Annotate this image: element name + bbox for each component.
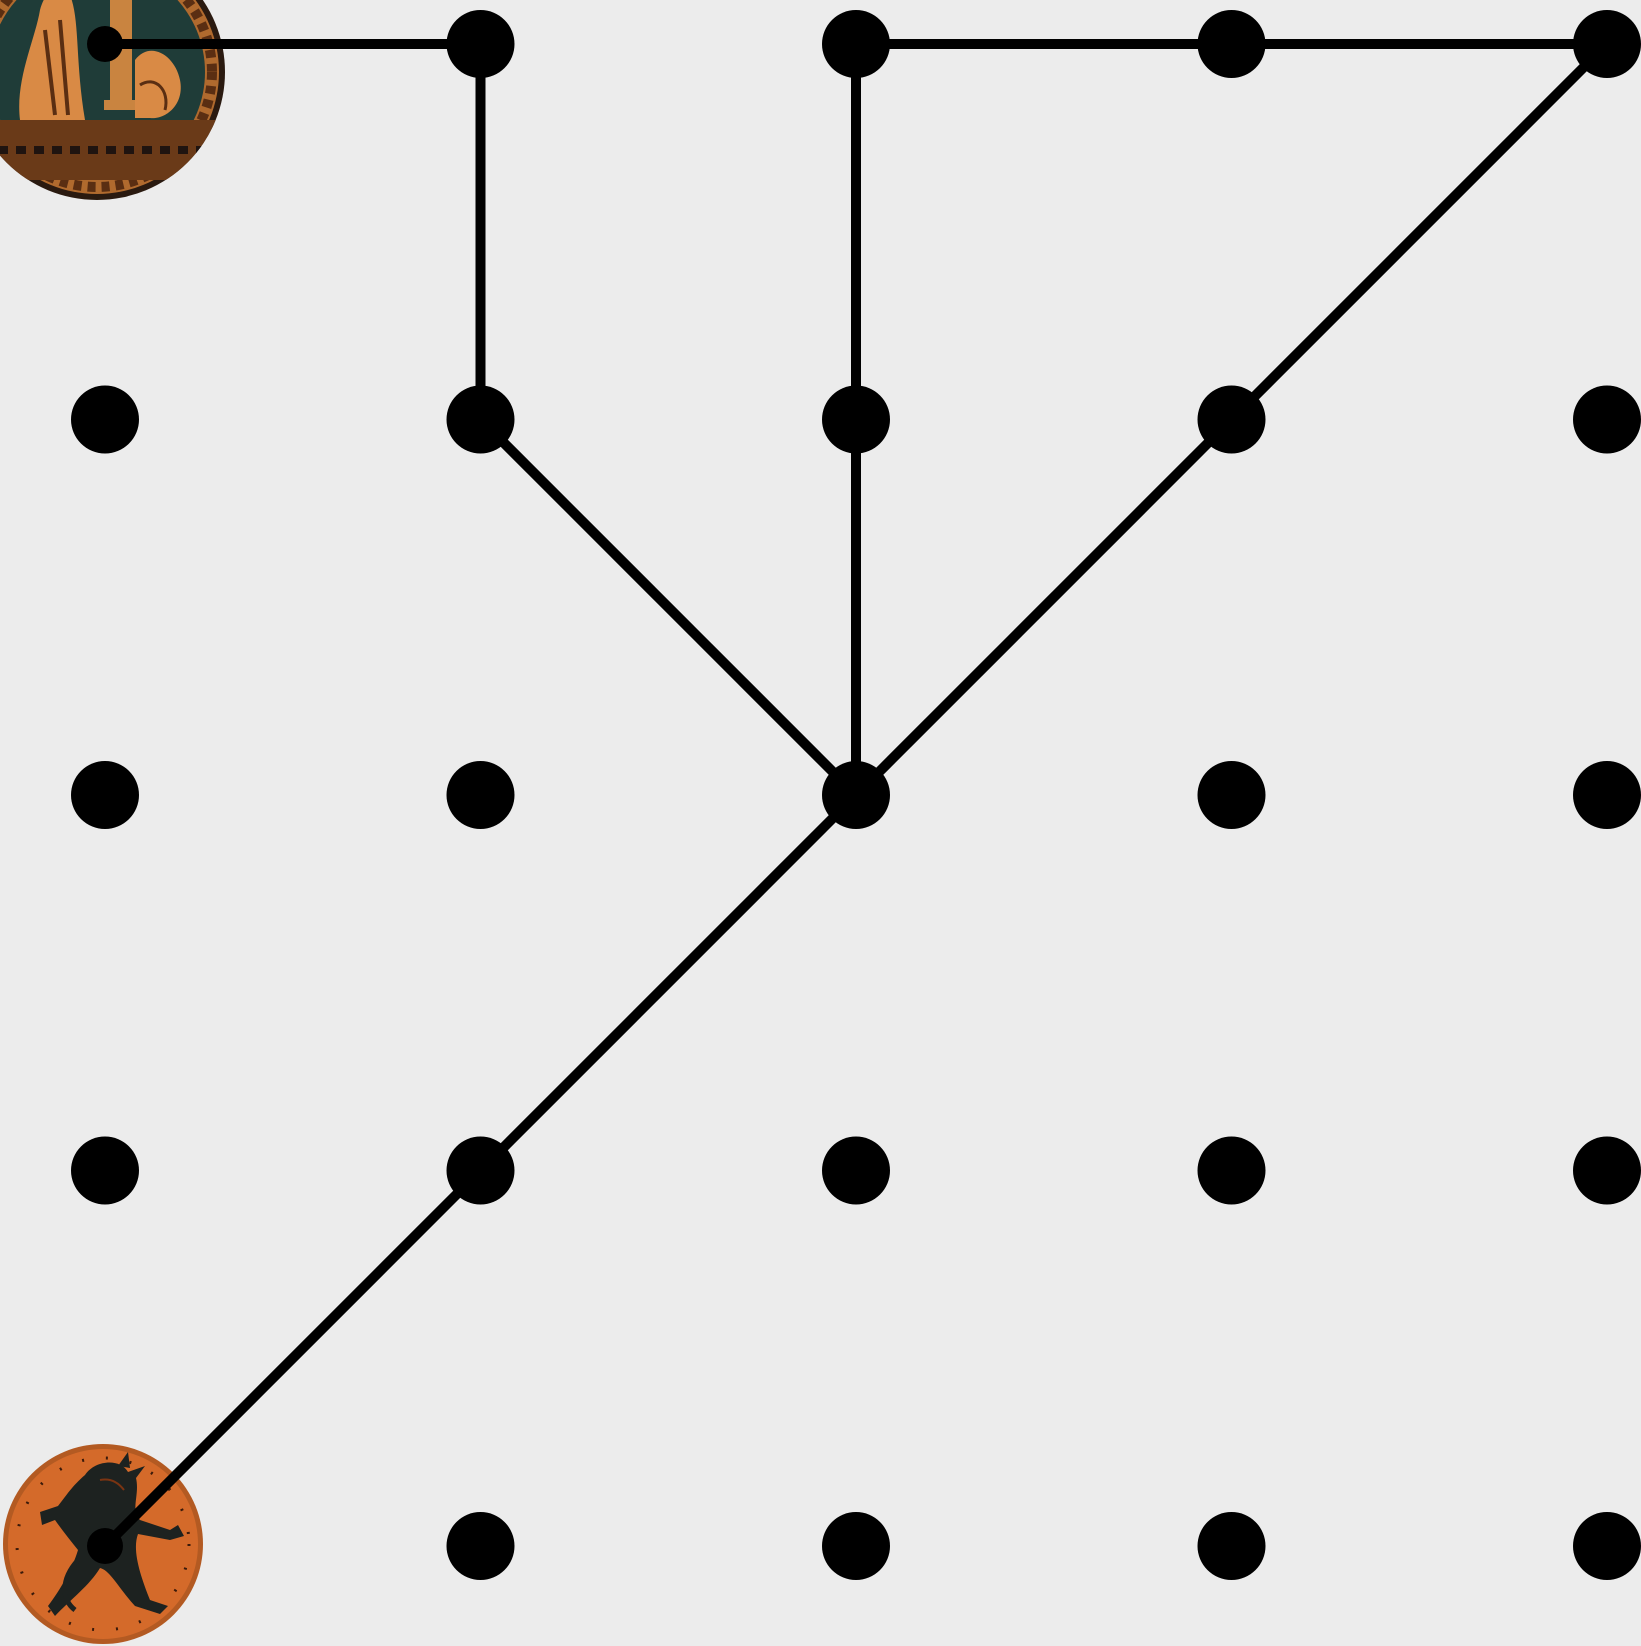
start-marker-dot[interactable] bbox=[87, 26, 123, 62]
grid-dot[interactable] bbox=[71, 1137, 139, 1205]
grid-dot[interactable] bbox=[1573, 1137, 1641, 1205]
grid-dot[interactable] bbox=[1198, 1512, 1266, 1580]
grid-dot[interactable] bbox=[447, 386, 515, 454]
grid-dot[interactable] bbox=[1198, 761, 1266, 829]
grid-dot[interactable] bbox=[1573, 761, 1641, 829]
grid-dot[interactable] bbox=[447, 761, 515, 829]
grid-dot[interactable] bbox=[447, 1512, 515, 1580]
grid-dot[interactable] bbox=[822, 761, 890, 829]
grid-dot[interactable] bbox=[1198, 1137, 1266, 1205]
grid-dot[interactable] bbox=[447, 1137, 515, 1205]
grid-dot[interactable] bbox=[1198, 10, 1266, 78]
grid-dot[interactable] bbox=[1573, 386, 1641, 454]
grid-dot[interactable] bbox=[822, 386, 890, 454]
goal-marker-dot[interactable] bbox=[87, 1528, 123, 1564]
grid-dot[interactable] bbox=[822, 10, 890, 78]
grid-dot[interactable] bbox=[822, 1512, 890, 1580]
grid-dot[interactable] bbox=[71, 761, 139, 829]
grid-dot[interactable] bbox=[822, 1137, 890, 1205]
grid-dot[interactable] bbox=[1573, 1512, 1641, 1580]
grid-dot[interactable] bbox=[1573, 10, 1641, 78]
grid-dot[interactable] bbox=[447, 10, 515, 78]
grid-dot[interactable] bbox=[1198, 386, 1266, 454]
grid-dot[interactable] bbox=[71, 386, 139, 454]
